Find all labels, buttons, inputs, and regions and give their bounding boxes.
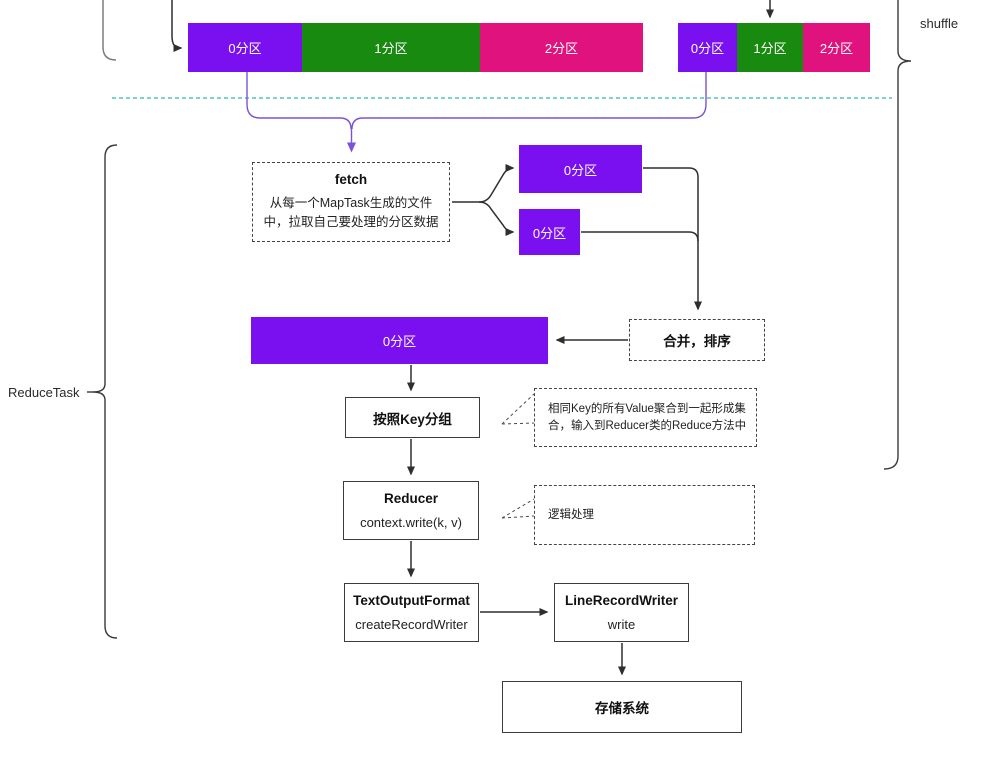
line-record-writer-box: LineRecordWriter write bbox=[554, 583, 689, 642]
text-output-format-method: createRecordWriter bbox=[355, 617, 468, 632]
line-record-writer-title: LineRecordWriter bbox=[564, 593, 679, 608]
bar1-partition-2: 2分区 bbox=[480, 23, 643, 72]
fetched-partition-box-2: 0分区 bbox=[519, 209, 580, 255]
fetch-description-line1: 从每一个MapTask生成的文件 bbox=[269, 196, 433, 211]
text-output-format-title: TextOutputFormat bbox=[353, 593, 470, 608]
merge-sort-box: 合并，排序 bbox=[629, 319, 765, 361]
fetch-box: fetch 从每一个MapTask生成的文件 中，拉取自己要处理的分区数据 bbox=[252, 162, 450, 242]
fetch-description-line2: 中，拉取自己要处理的分区数据 bbox=[263, 215, 439, 229]
group-note-callout bbox=[501, 393, 535, 425]
merged-partition-bar: 0分区 bbox=[251, 317, 548, 364]
shuffle-label: shuffle bbox=[920, 16, 959, 31]
bar2-partition-0: 0分区 bbox=[678, 23, 737, 72]
group-note-box: 相同Key的所有Value聚合到一起形成集 合，输入到Reducer类的Redu… bbox=[534, 388, 757, 447]
group-by-key-box: 按照Key分组 bbox=[345, 397, 480, 438]
bar1-partition-0-label: 0分区 bbox=[228, 41, 262, 56]
bar1-partition-1: 1分区 bbox=[302, 23, 480, 72]
fetch-connector-right bbox=[351, 72, 707, 130]
merge-sort-label: 合并，排序 bbox=[663, 334, 731, 349]
bar2-partition-2-label: 2分区 bbox=[819, 41, 854, 56]
bar2-partition-0-label: 0分区 bbox=[690, 41, 725, 56]
logic-note-box: 逻辑处理 bbox=[534, 485, 755, 545]
merged-partition-bar-label: 0分区 bbox=[382, 334, 417, 349]
fetch-connector-left bbox=[246, 72, 352, 130]
bar1-partition-1-label: 1分区 bbox=[374, 41, 408, 56]
reduce-task-brace bbox=[92, 144, 118, 639]
partition1-to-merge bbox=[643, 167, 702, 311]
bar2-partition-2: 2分区 bbox=[803, 23, 870, 72]
storage-system-box: 存储系统 bbox=[502, 681, 742, 733]
bar1-partition-2-label: 2分区 bbox=[544, 41, 579, 56]
bar2-partition-1: 1分区 bbox=[737, 23, 803, 72]
group-note-line2: 合，输入到Reducer类的Reduce方法中 bbox=[548, 419, 747, 432]
reducer-box: Reducer context.write(k, v) bbox=[343, 481, 479, 540]
logic-note-label: 逻辑处理 bbox=[548, 508, 594, 521]
group-by-key-label: 按照Key分组 bbox=[373, 411, 452, 427]
bar1-partition-0: 0分区 bbox=[188, 23, 302, 72]
partition2-to-merge bbox=[581, 231, 699, 242]
arrow-into-bar1 bbox=[171, 0, 183, 52]
fetch-description: 从每一个MapTask生成的文件 中，拉取自己要处理的分区数据 bbox=[263, 194, 438, 232]
reducer-code: context.write(k, v) bbox=[360, 515, 462, 530]
fetch-branch-up bbox=[478, 164, 515, 203]
group-note-line1: 相同Key的所有Value聚合到一起形成集 bbox=[548, 402, 746, 415]
shuffle-brace bbox=[883, 0, 912, 470]
fetched-partition-box-2-label: 0分区 bbox=[532, 225, 567, 241]
reducer-title: Reducer bbox=[383, 491, 439, 506]
bar2-partition-1-label: 1分区 bbox=[753, 41, 787, 56]
fetch-title: fetch bbox=[334, 172, 368, 188]
reduce-task-label: ReduceTask bbox=[8, 385, 80, 400]
line-record-writer-method: write bbox=[607, 617, 636, 632]
fetched-partition-box-1: 0分区 bbox=[519, 145, 642, 193]
top-left-bracket-end bbox=[102, 0, 117, 61]
logic-note-callout bbox=[501, 498, 535, 519]
fetch-branch-down bbox=[478, 201, 515, 236]
map-output-bar-2: 0分区 1分区 2分区 bbox=[678, 23, 870, 72]
text-output-format-box: TextOutputFormat createRecordWriter bbox=[344, 583, 479, 642]
map-output-bar-1: 0分区 1分区 2分区 bbox=[188, 23, 643, 72]
storage-system-label: 存储系统 bbox=[595, 701, 649, 716]
fetched-partition-box-1-label: 0分区 bbox=[563, 162, 598, 178]
